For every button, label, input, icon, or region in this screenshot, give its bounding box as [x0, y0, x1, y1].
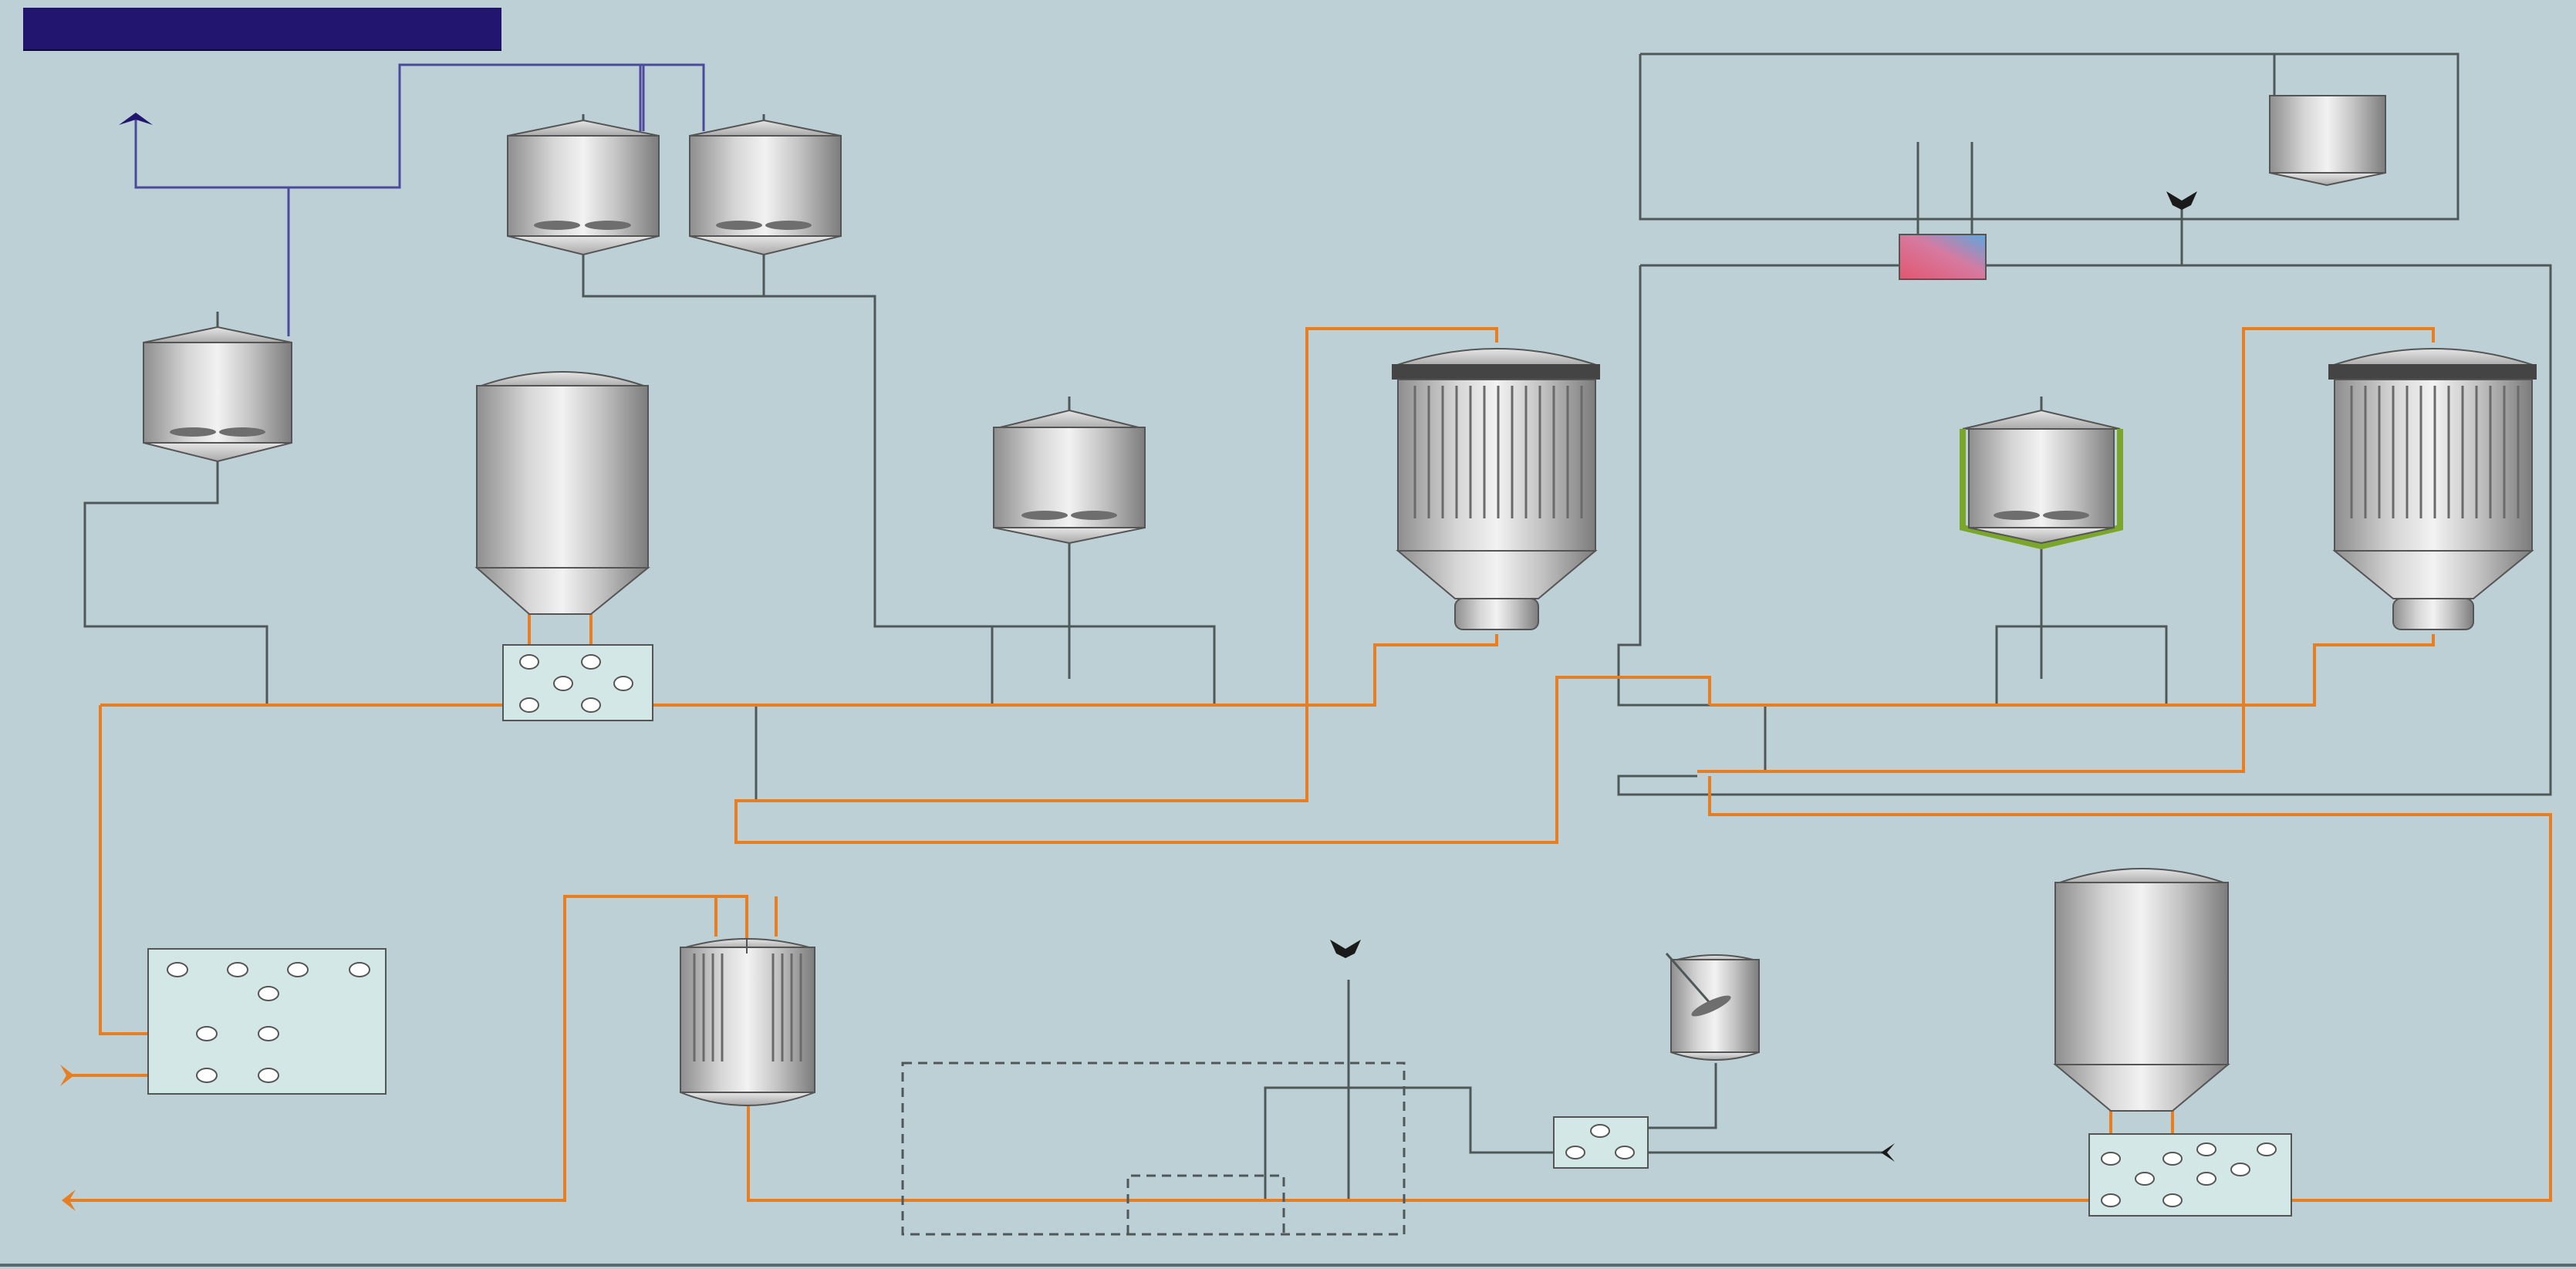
product-filter-top	[1305, 327, 1498, 705]
line-top-tanks-out	[582, 255, 994, 705]
valve-icon	[2101, 1142, 2277, 1207]
silo-tank-left	[474, 371, 650, 615]
product-right-loop	[1697, 327, 2435, 773]
line-right-header	[1617, 264, 2552, 796]
dashed-enclosures	[901, 1061, 1406, 1236]
filter-vessel-center	[1392, 348, 1600, 630]
agitator-icon	[170, 427, 265, 437]
line-center-manifold	[992, 625, 1216, 705]
valve-panel-left-bottom	[147, 948, 387, 1095]
agitator-icon	[1665, 953, 1713, 1005]
agitator-icon	[716, 221, 812, 230]
mixer-tank-top-2	[689, 114, 842, 256]
buffer-tank-top-right	[2269, 95, 2386, 187]
agitator-icon	[534, 221, 631, 230]
product-lines	[68, 327, 2552, 1202]
mixer-tank-center	[993, 397, 1146, 545]
valve-panel-silo-right	[2088, 1133, 2292, 1217]
line-right-down	[1617, 265, 1710, 707]
mixer-tank-left	[143, 312, 292, 463]
line-small-tank-down	[1648, 1063, 1717, 1129]
outlet-arrow-icon	[62, 1190, 76, 1211]
heater-unit	[1899, 234, 1987, 280]
candle-filter-bottom	[680, 938, 815, 1106]
funnel-inlet-icon	[1330, 940, 1361, 958]
product-main-header	[100, 634, 1498, 707]
vent-line-main	[134, 63, 705, 189]
process-lines	[83, 52, 2552, 1200]
product-right-header	[1710, 634, 2435, 707]
diagram-title-bar	[23, 8, 501, 51]
line-right-loop	[1639, 52, 2460, 221]
valve-icon	[1565, 1124, 1635, 1159]
product-bottom-return	[747, 776, 2552, 1202]
outlet-arrow-icon	[1881, 1143, 1895, 1162]
valve-panel-dosing	[1553, 1116, 1649, 1169]
line-dosing	[1264, 1086, 1554, 1200]
silo-tank-right	[2053, 868, 2230, 1112]
filter-elements	[1413, 386, 1583, 518]
valve-panel-silo-left	[502, 644, 653, 721]
filter-elements	[693, 953, 802, 1061]
agitator-icon	[1021, 511, 1117, 520]
vent-arrow-icon	[119, 113, 153, 125]
mixer-tank-top-1	[507, 114, 660, 256]
inlet-arrow-icon	[60, 1065, 74, 1086]
filter-vessel-right	[2328, 348, 2537, 630]
filter-elements	[2350, 386, 2520, 518]
vent-lines	[134, 63, 705, 336]
line-right-manifold	[1995, 625, 2168, 705]
line-mixer-to-main	[83, 455, 268, 705]
dashed-unit-inner	[1126, 1174, 1285, 1234]
agitator-icon	[1994, 511, 2089, 520]
bottom-border	[0, 1264, 2576, 1267]
valve-icon	[167, 962, 370, 1083]
funnel-inlet-icon	[2166, 191, 2197, 210]
dashed-unit-outline	[901, 1061, 1406, 1236]
product-filter-loop	[734, 676, 1711, 844]
valve-icon	[519, 654, 633, 713]
jacketed-mixer-right	[1960, 397, 2123, 550]
dosing-tank	[1665, 953, 1760, 1061]
